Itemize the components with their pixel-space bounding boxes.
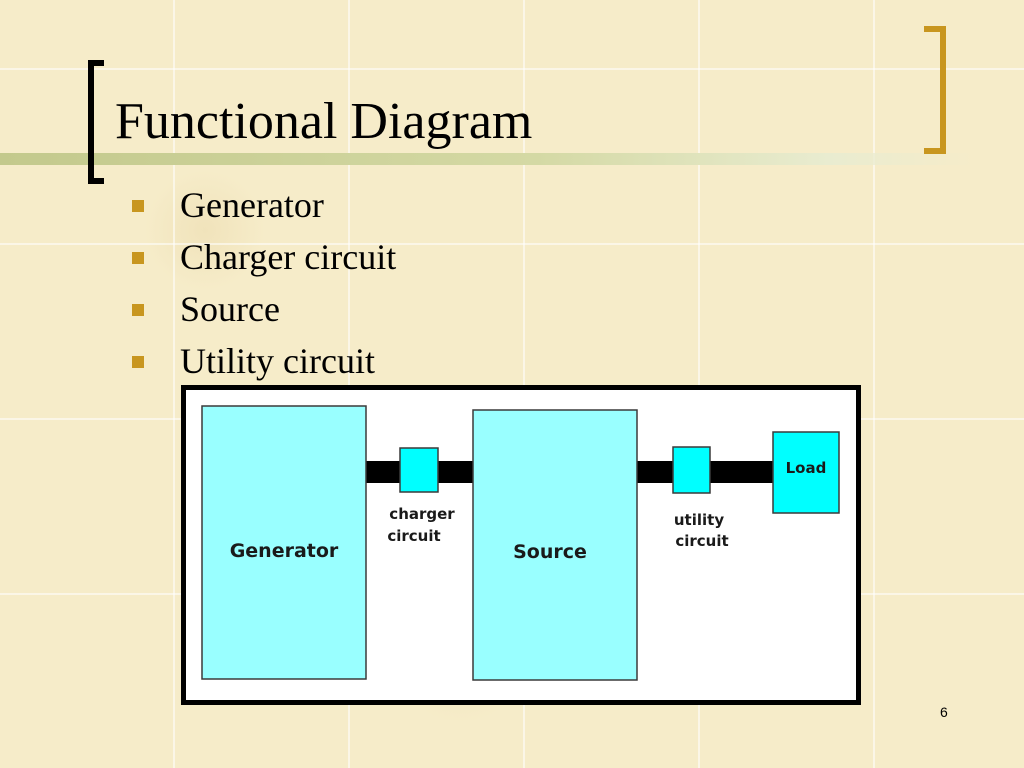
utility-label-line1: utility [674,511,724,529]
utility-circuit-block [672,446,711,494]
square-bullet-icon [132,356,144,368]
load-label: Load [786,459,827,477]
page-number: 6 [940,704,948,720]
bullet-text: Utility circuit [180,341,375,381]
utility-label-line2: circuit [675,532,728,550]
title-underline [0,153,975,165]
bullet-text: Generator [180,185,324,225]
charger-label-line2: circuit [387,527,440,545]
bullet-item: Charger circuit [130,232,396,284]
bullet-item: Utility circuit [130,336,396,388]
generator-block [201,405,367,680]
source-label: Source [513,541,587,563]
bullet-item: Source [130,284,396,336]
charger-label-line1: charger [389,505,455,523]
bullet-list: Generator Charger circuit Source Utility… [130,180,396,388]
generator-label: Generator [230,540,339,562]
charger-circuit-block [399,447,439,493]
source-block [472,409,638,681]
square-bullet-icon [132,252,144,264]
bullet-item: Generator [130,180,396,232]
load-block [772,431,840,514]
square-bullet-icon [132,304,144,316]
diagram-canvas: Generator charger circuit Source utility… [181,385,861,705]
square-bullet-icon [132,200,144,212]
bullet-text: Charger circuit [180,237,397,277]
left-bracket-decoration [88,60,104,184]
functional-diagram: Generator charger circuit Source utility… [181,385,861,705]
page-title: Functional Diagram [115,93,533,150]
right-bracket-decoration [924,26,946,154]
bullet-text: Source [180,289,280,329]
